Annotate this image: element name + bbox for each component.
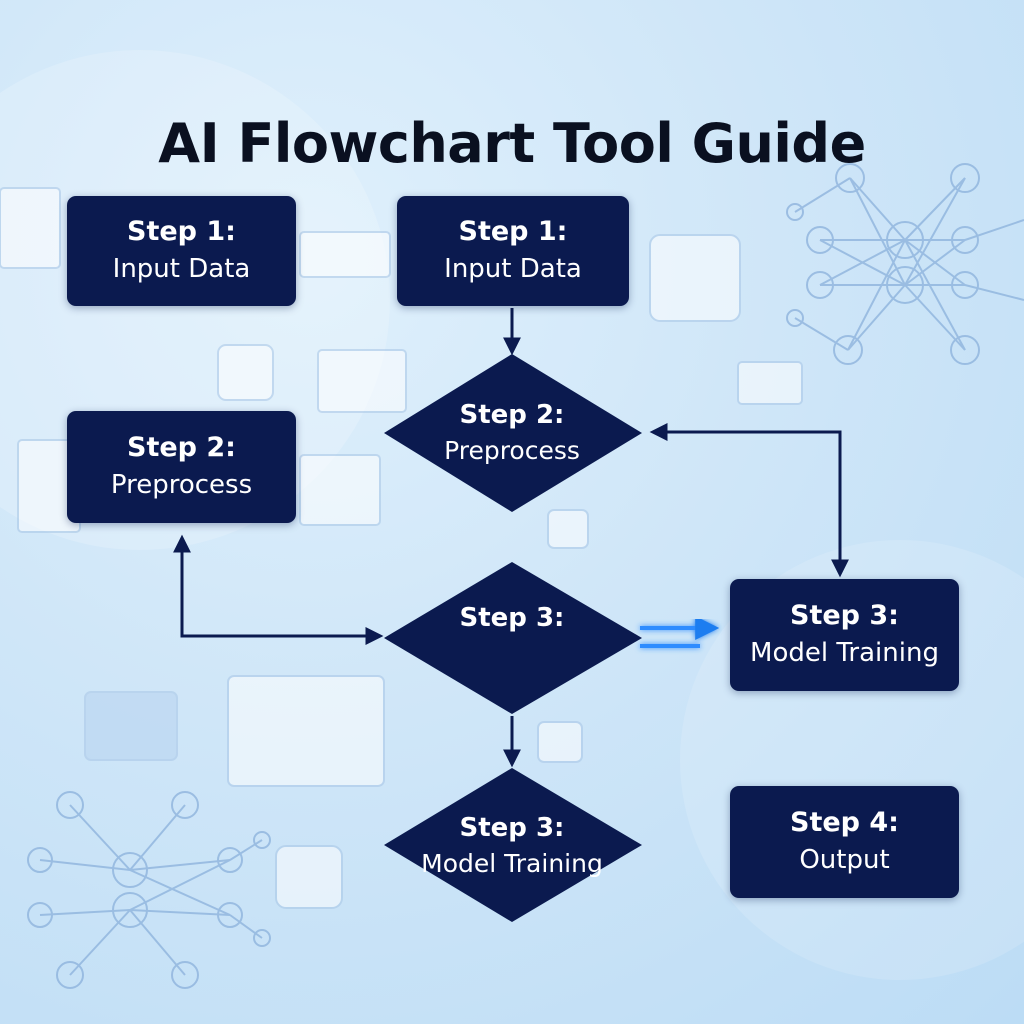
node-left-step1[interactable]: Step 1: Input Data [67,196,296,306]
node-right-step3[interactable]: Step 3: Model Training [730,579,959,691]
node-center-step1[interactable]: Step 1: Input Data [397,196,629,306]
node-step-text: Preprocess [444,436,580,465]
node-right-step4[interactable]: Step 4: Output [730,786,959,898]
node-step-text: Output [799,845,890,875]
node-step-text: Model Training [750,638,939,668]
node-step-text: Model Training [421,849,603,878]
node-step-label: Step 2: [459,400,565,430]
diamond-node-step3b [384,768,642,922]
arrow-loop-to-diamond2 [649,423,842,572]
diamond-node-step2 [384,354,642,512]
faded-card [299,231,391,278]
home-icon [547,509,589,549]
page-title: AI Flowchart Tool Guide [158,112,866,176]
chart-icon [649,234,741,322]
node-step-label: Step 3: [459,603,565,633]
home-icon [537,721,583,763]
faded-card [0,187,61,269]
arrow-loop-left [180,545,384,645]
diamond-label-step3b[interactable]: Step 3: Model Training [412,798,612,894]
neural-network-icon [786,163,1024,365]
node-step-label: Step 3: [790,600,899,631]
node-step-text: Input Data [444,254,582,284]
node-step-text: Input Data [112,254,251,284]
node-step-label: Step 2: [127,432,236,463]
faded-card [227,675,385,787]
stack-icon [275,845,343,909]
faded-card [299,454,381,526]
image-icon [737,361,803,405]
node-step-text: Preprocess [110,470,253,500]
diamond-node-step3 [384,562,642,714]
arrow-diamond3-to-right3 [640,616,720,648]
neural-network-icon [27,791,271,989]
faded-card [84,691,178,761]
faded-card [317,349,407,413]
node-left-step2[interactable]: Step 2: Preprocess [67,411,296,523]
diamond-label-step2[interactable]: Step 2: Preprocess [412,385,612,481]
home-icon [217,344,274,401]
node-step-label: Step 1: [127,216,236,247]
node-step-label: Step 4: [790,807,899,838]
diamond-label-step3[interactable]: Step 3: [412,594,612,642]
node-step-label: Step 3: [459,813,565,843]
node-step-label: Step 1: [458,216,568,247]
